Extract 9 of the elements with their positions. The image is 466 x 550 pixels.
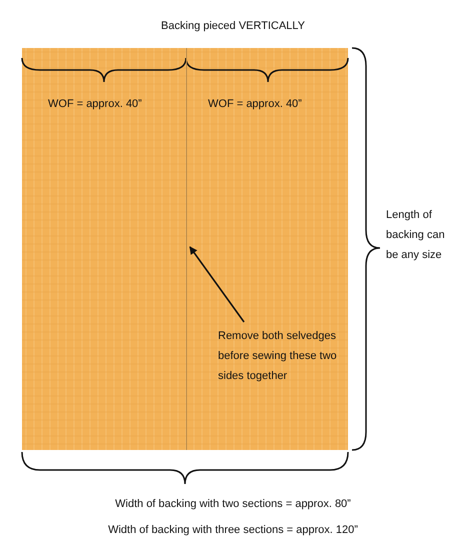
dimension-label: Width of backing with two sections = approx. 80” (114, 497, 352, 512)
arrow (189, 246, 245, 322)
dimension-label: Length of backing can be any size (386, 208, 446, 263)
dimension-label: WOF = approx. 40” (48, 97, 142, 112)
dimension-label: WOF = approx. 40” (208, 97, 302, 112)
seam-line (185, 48, 188, 450)
title: Backing pieced VERTICALLY (160, 19, 306, 34)
dimension-label: Width of backing with three sections = approx. 120” (107, 523, 359, 538)
note-text: Remove both selvedges before sewing these two sides together (218, 326, 346, 386)
